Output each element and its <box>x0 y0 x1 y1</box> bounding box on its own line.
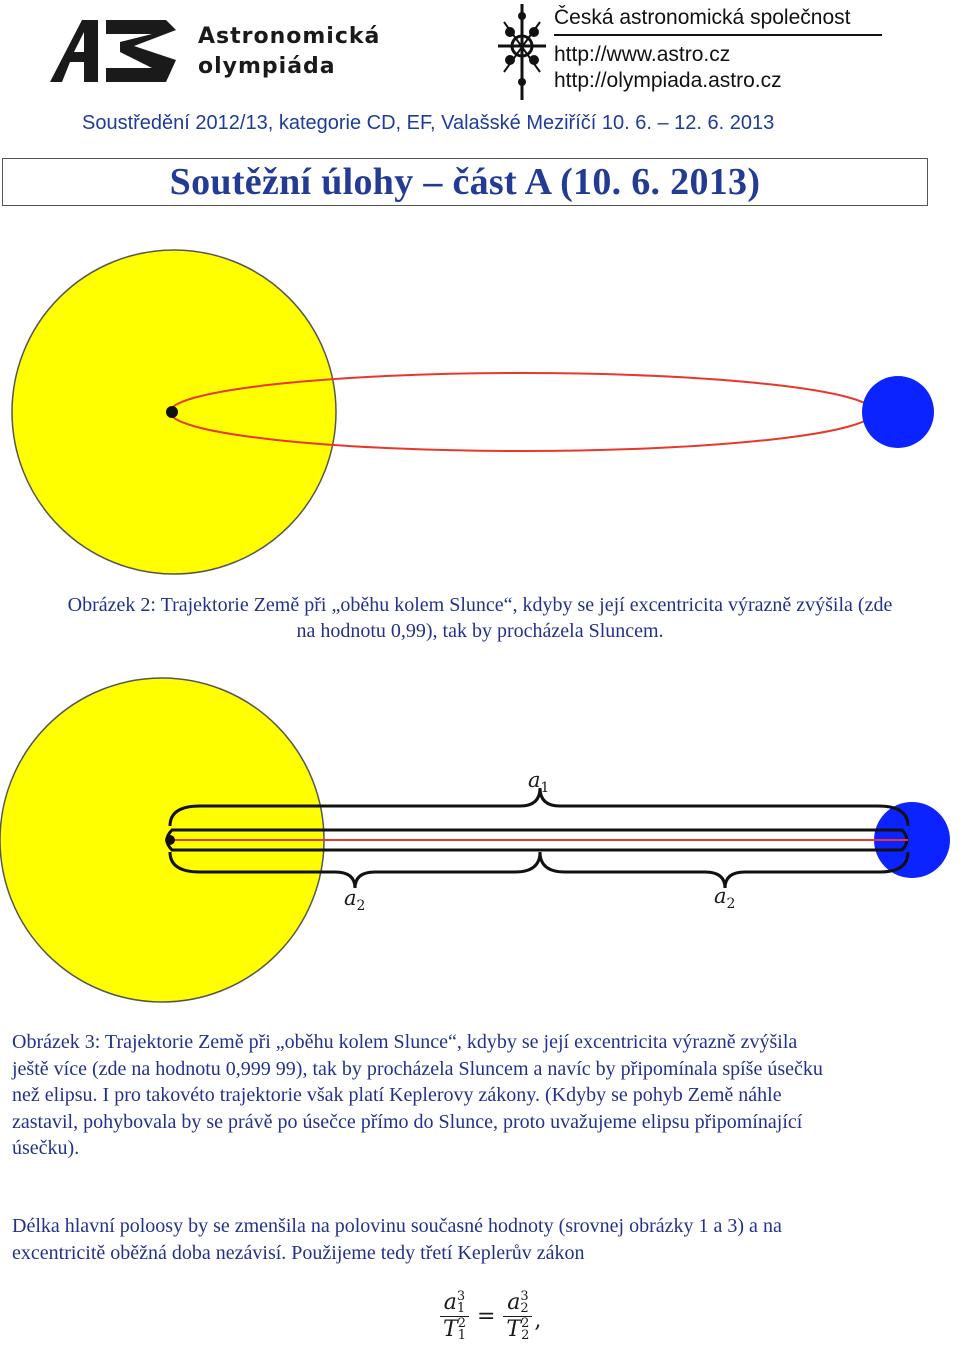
den2-base: T <box>506 1317 522 1342</box>
logo-line-1: Astronomická <box>198 24 381 49</box>
label-a1-sub: 1 <box>540 780 550 797</box>
figure-2 <box>11 249 934 575</box>
brace-a1 <box>168 787 910 827</box>
olympiad-logo <box>50 20 176 82</box>
figure-2-caption: Obrázek 2: Trajektorie Země při „oběhu k… <box>0 592 960 644</box>
fraction-1-bar <box>440 1316 469 1317</box>
den1-sup: 2 <box>457 1316 466 1331</box>
earth-circle <box>874 802 950 878</box>
society-url-1[interactable]: http://www.astro.cz <box>554 43 731 66</box>
brace-a2-right <box>538 851 910 889</box>
label-a2-left-sub: 2 <box>356 898 366 915</box>
formula-comma: , <box>534 1308 542 1333</box>
page-title: Soutěžní úlohy – část A (10. 6. 2013) <box>169 161 761 203</box>
figure-3-caption-line-5: úsečku). <box>12 1137 80 1159</box>
figure-3-caption-line-1: Obrázek 3: Trajektorie Země při „oběhu k… <box>12 1031 798 1053</box>
label-a2-right: a2 <box>714 884 735 912</box>
society-emblem-icon <box>498 4 546 100</box>
logo-line-2: olympiáda <box>198 54 336 79</box>
brace-a2-left <box>168 851 542 889</box>
den1-base: T <box>443 1317 458 1342</box>
den2-sub: 2 <box>521 1328 530 1343</box>
figure-3-caption-line-2: ještě více (zde na hodnotu 0,999 99), ta… <box>12 1057 823 1080</box>
label-a2-left: a2 <box>344 886 365 914</box>
figure-3-caption-line-3: než elipsu. I pro takovéto trajektorie v… <box>12 1084 782 1106</box>
focus-dot <box>165 835 175 845</box>
body-paragraph: Délka hlavní poloosy by se zmenšila na p… <box>12 1213 952 1266</box>
society-url-2[interactable]: http://olympiada.astro.cz <box>554 69 782 92</box>
equals-sign: = <box>476 1304 496 1329</box>
label-a1-base: a <box>528 768 541 792</box>
label-a1: a1 <box>528 768 549 796</box>
label-a2-right-base: a <box>714 884 727 908</box>
logo-text: Astronomická olympiáda <box>198 22 380 82</box>
num1-base: a <box>443 1290 457 1315</box>
label-a2-right-sub: 2 <box>726 896 736 913</box>
figure-2-caption-line-1: Obrázek 2: Trajektorie Země při „oběhu k… <box>67 594 893 616</box>
body-paragraph-line-1: Délka hlavní poloosy by se zmenšila na p… <box>12 1215 782 1237</box>
title-box: Soutěžní úlohy – část A (10. 6. 2013) <box>2 158 928 206</box>
label-a2-left-base: a <box>344 886 357 910</box>
focus-dot <box>166 406 178 418</box>
society-block: Česká astronomická společnost http://www… <box>554 6 882 94</box>
num2-sup: 3 <box>520 1289 529 1304</box>
figure-2-caption-line-2: na hodnotu 0,99), tak by procházela Slun… <box>296 620 664 642</box>
num2-sub: 2 <box>520 1301 529 1316</box>
den1-sub: 1 <box>457 1328 466 1343</box>
earth-circle <box>862 376 934 448</box>
fraction-2-bar <box>503 1316 533 1317</box>
den2-sup: 2 <box>521 1316 530 1331</box>
num2-base: a <box>507 1290 521 1315</box>
num1-sup: 3 <box>456 1289 466 1304</box>
meeting-info: Soustředění 2012/13, kategorie CD, EF, V… <box>82 112 775 134</box>
body-paragraph-line-2: excentricitě oběžná doba nezávisí. Použi… <box>12 1241 585 1264</box>
num1-sub: 1 <box>456 1301 466 1316</box>
society-name: Česká astronomická společnost <box>554 6 882 36</box>
figure-3-caption: Obrázek 3: Trajektorie Země při „oběhu k… <box>12 1029 952 1162</box>
figure-3-caption-line-4: zastavil, pohybovala by se právě po úseč… <box>12 1110 803 1133</box>
figure-3 <box>0 677 950 1003</box>
